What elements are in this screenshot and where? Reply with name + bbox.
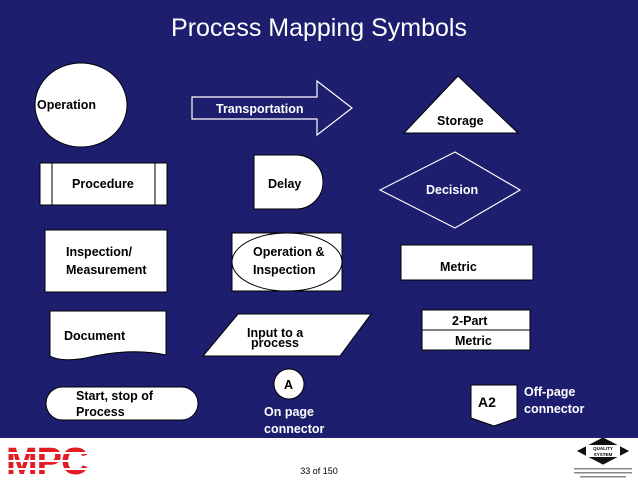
slide-title: Process Mapping Symbols xyxy=(171,14,467,42)
on-page-connector-symbol: A On page connector xyxy=(264,368,325,436)
operation-inspection-label-line1: Operation & xyxy=(253,245,325,259)
off-page-connector-label-line1: Off-page xyxy=(524,385,575,399)
input-label-line1: Input to a xyxy=(247,326,304,340)
symbols-diagram: Operation Transportation Storage Procedu… xyxy=(34,62,585,436)
off-page-connector-symbol: A2 Off-page connector xyxy=(470,384,585,427)
two-part-label-line2: Metric xyxy=(455,334,492,348)
decision-symbol: Decision xyxy=(378,151,522,229)
footer-graphics: MPC QUALITY SYSTEM xyxy=(6,438,632,483)
two-part-label-line1: 2-Part xyxy=(452,314,488,328)
metric-label: Metric xyxy=(440,260,477,274)
on-page-connector-label-line2: connector xyxy=(264,422,325,436)
procedure-label: Procedure xyxy=(72,177,134,191)
two-part-metric-symbol: 2-Part Metric xyxy=(421,309,531,351)
badge-line1: QUALITY xyxy=(593,446,613,451)
procedure-symbol: Procedure xyxy=(39,162,168,206)
operation-label: Operation xyxy=(37,98,96,112)
document-label: Document xyxy=(64,329,126,343)
start-stop-symbol: Start, stop of Process xyxy=(45,386,199,421)
start-stop-label-line2: Process xyxy=(76,405,125,419)
quality-system-badge: QUALITY SYSTEM xyxy=(574,438,632,478)
on-page-connector-letter: A xyxy=(284,378,293,392)
storage-label: Storage xyxy=(437,114,484,128)
inspection-label-line2: Measurement xyxy=(66,263,147,277)
operation-inspection-symbol: Operation & Inspection xyxy=(231,232,343,292)
operation-inspection-label-line2: Inspection xyxy=(253,263,316,277)
transportation-label: Transportation xyxy=(216,102,304,116)
page-number: 33 of 150 xyxy=(300,466,338,476)
decision-label: Decision xyxy=(426,183,478,197)
slide-footer: MPC QUALITY SYSTEM 33 of 150 xyxy=(0,438,638,486)
document-symbol: Document xyxy=(49,310,167,361)
metric-symbol: Metric xyxy=(400,244,534,281)
mpc-logo: MPC xyxy=(6,441,106,483)
inspection-symbol: Inspection/ Measurement xyxy=(44,229,168,293)
inspection-label-line1: Inspection/ xyxy=(66,245,133,259)
off-page-connector-label-line2: connector xyxy=(524,402,585,416)
input-symbol: Input to a process xyxy=(201,313,372,357)
slide-content: Process Mapping Symbols Operation Transp… xyxy=(0,0,638,438)
start-stop-label-line1: Start, stop of xyxy=(76,389,154,403)
badge-line2: SYSTEM xyxy=(594,452,613,457)
delay-label: Delay xyxy=(268,177,301,191)
off-page-connector-text: A2 xyxy=(478,394,496,410)
transportation-symbol: Transportation xyxy=(191,79,353,137)
delay-symbol: Delay xyxy=(253,154,324,210)
storage-symbol: Storage xyxy=(402,75,520,134)
operation-symbol: Operation xyxy=(34,62,128,148)
on-page-connector-label-line1: On page xyxy=(264,405,314,419)
input-label-line2: process xyxy=(251,336,299,350)
